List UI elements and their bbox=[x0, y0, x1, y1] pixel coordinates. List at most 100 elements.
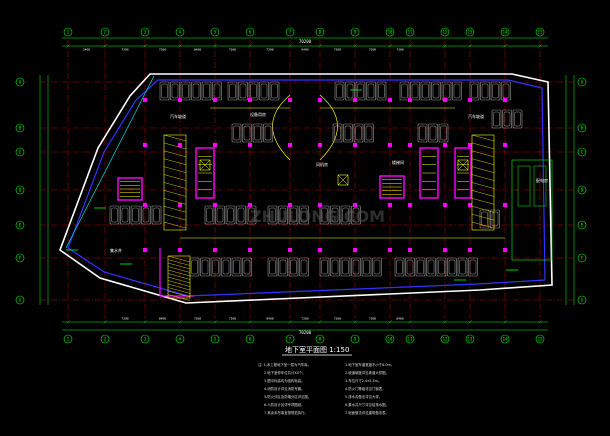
car-symbol bbox=[440, 125, 447, 141]
elevator-shaft bbox=[457, 159, 469, 171]
axis-label: 6 bbox=[249, 337, 252, 342]
car-symbol bbox=[279, 259, 287, 275]
structural-column bbox=[143, 248, 147, 252]
dimension-value: 7200 bbox=[369, 48, 376, 52]
room-label: 设备用房 bbox=[250, 111, 266, 117]
dimension-value: 7200 bbox=[334, 48, 341, 52]
parking-stall bbox=[512, 109, 523, 129]
parking-stall bbox=[319, 257, 330, 277]
dimension-value: 7200 bbox=[229, 317, 236, 321]
axis-bubble bbox=[15, 295, 25, 305]
structural-column bbox=[388, 203, 392, 207]
car-symbol bbox=[271, 83, 278, 99]
parking-stall bbox=[452, 81, 462, 101]
axis-label: B bbox=[581, 126, 584, 131]
car-symbol bbox=[417, 259, 424, 275]
car-symbol bbox=[279, 207, 287, 223]
car-symbol bbox=[260, 83, 268, 99]
parking-stalls bbox=[109, 81, 523, 277]
dimension-value: 7200 bbox=[396, 48, 403, 52]
parking-stall bbox=[415, 257, 426, 277]
parking-stall bbox=[502, 109, 512, 129]
ramp-hatch bbox=[163, 166, 187, 173]
dimension-value: 8400 bbox=[266, 317, 273, 321]
car-symbol bbox=[406, 259, 414, 275]
ramp-hatch bbox=[167, 294, 191, 301]
structural-column bbox=[178, 143, 182, 147]
ramp-hatch bbox=[163, 198, 187, 205]
structural-column bbox=[248, 98, 252, 102]
parking-stall bbox=[201, 81, 212, 101]
room-label: 汽车坡道 bbox=[468, 113, 484, 119]
axis-bubble bbox=[577, 253, 587, 263]
parking-stall bbox=[288, 257, 299, 277]
car-symbol bbox=[401, 83, 408, 99]
ramp-arc bbox=[319, 94, 338, 161]
ramp-hatch bbox=[163, 206, 187, 213]
parking-stall bbox=[364, 123, 374, 143]
axis-bubble bbox=[15, 253, 25, 263]
ramp-hatch bbox=[167, 266, 191, 273]
car-symbol bbox=[254, 125, 261, 141]
axis-bubble bbox=[245, 27, 255, 37]
parking-stall bbox=[278, 257, 288, 277]
structural-column bbox=[178, 248, 182, 252]
parking-stall bbox=[431, 81, 441, 101]
car-symbol bbox=[514, 111, 521, 127]
axis-bubble bbox=[285, 334, 295, 344]
notes-left: 注: 1.本工程地下室一层为汽车库。 2.地下室停车位共计XX个。 3.图中标高… bbox=[258, 362, 311, 415]
ramp-hatch bbox=[471, 198, 495, 205]
dimension-tick bbox=[143, 44, 147, 48]
axis-bubble bbox=[15, 77, 25, 87]
car-symbol bbox=[363, 259, 370, 275]
dimension-tick bbox=[103, 320, 107, 324]
dimension-value: 7200 bbox=[229, 48, 236, 52]
parking-stall bbox=[236, 205, 246, 225]
axis-label: D bbox=[581, 188, 584, 193]
axis-bubble bbox=[535, 334, 545, 344]
watermark: ZHULONG.COM bbox=[250, 207, 385, 226]
axis-bubble bbox=[15, 123, 25, 133]
car-symbol bbox=[227, 207, 234, 223]
axis-bubble bbox=[440, 334, 450, 344]
ramp-hatch bbox=[471, 190, 495, 197]
axis-label: 3 bbox=[144, 337, 147, 342]
car-symbol bbox=[233, 125, 240, 141]
dimension-value: 7200 bbox=[194, 317, 201, 321]
parking-stall bbox=[428, 123, 438, 143]
parking-stall bbox=[109, 205, 120, 225]
axis-label: 7 bbox=[289, 30, 292, 35]
axis-bubble bbox=[100, 334, 110, 344]
ramp-hatch bbox=[163, 174, 187, 181]
car-symbol bbox=[373, 259, 381, 275]
axis-bubble bbox=[577, 295, 587, 305]
axis-bubble bbox=[577, 77, 587, 87]
axis-bubble bbox=[140, 27, 150, 37]
parking-stall bbox=[345, 81, 355, 101]
car-symbol bbox=[432, 83, 440, 99]
axis-bubble bbox=[350, 27, 360, 37]
axis-bubble bbox=[577, 220, 587, 230]
axis-bubble bbox=[315, 27, 325, 37]
note-line: 2.坡道坡度详见坡道大样图。 bbox=[345, 370, 389, 375]
parking-stall bbox=[366, 81, 376, 101]
car-symbol bbox=[471, 83, 478, 99]
axis-bubble bbox=[140, 334, 150, 344]
room-label: 配电房 bbox=[536, 177, 548, 183]
parking-stall bbox=[332, 123, 343, 143]
ramp-hatch bbox=[471, 134, 495, 142]
parking-stall bbox=[120, 205, 130, 225]
car-symbol bbox=[269, 207, 276, 223]
structural-column bbox=[213, 98, 217, 102]
structural-column bbox=[213, 143, 217, 147]
axis-bubble bbox=[210, 27, 220, 37]
exterior-wall bbox=[59, 73, 553, 304]
ramp-hatch bbox=[471, 166, 495, 173]
note-line: 1.地下室车道宽度不小于6.0m。 bbox=[345, 362, 394, 367]
parking-stall bbox=[405, 257, 415, 277]
axis-bubble bbox=[405, 334, 415, 344]
dimension-value: 7200 bbox=[121, 48, 128, 52]
parking-stall bbox=[420, 81, 431, 101]
room-labels: 汽车坡道 汽车坡道 设备用房 楼梯间 风机房 配电房 集水井 bbox=[110, 111, 548, 253]
car-symbol bbox=[469, 259, 477, 275]
